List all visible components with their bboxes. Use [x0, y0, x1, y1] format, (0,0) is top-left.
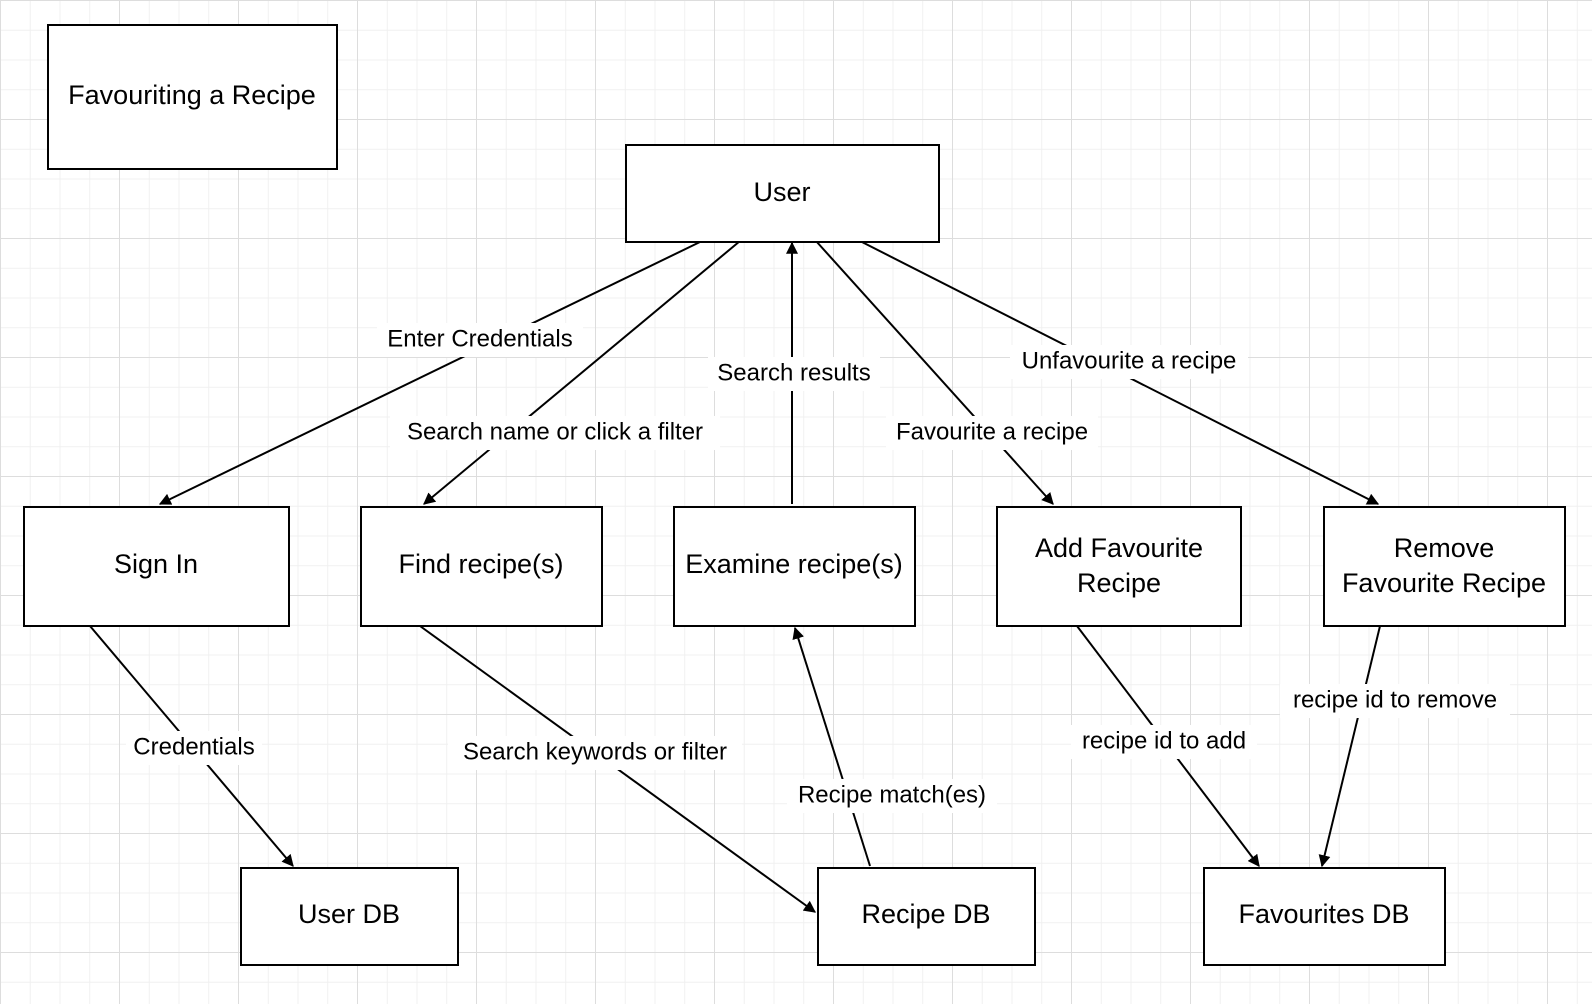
- svg-text:Recipe: Recipe: [1077, 568, 1161, 598]
- node-recipe-db: Recipe DB: [817, 867, 1036, 966]
- svg-text:Enter Credentials: Enter Credentials: [387, 325, 572, 352]
- svg-text:Favourite Recipe: Favourite Recipe: [1342, 568, 1546, 598]
- edge-label-enter-credentials: Enter Credentials: [377, 323, 583, 357]
- svg-text:recipe id to remove: recipe id to remove: [1293, 686, 1497, 713]
- edge-label-search-results: Search results: [708, 357, 880, 391]
- node-favourites-db: Favourites DB: [1203, 867, 1446, 966]
- node-remove-favourite: Remove Favourite Recipe: [1323, 506, 1566, 627]
- edge-label-credentials: Credentials: [126, 731, 262, 765]
- node-add-favourite: Add Favourite Recipe: [996, 506, 1242, 627]
- node-sign-in: Sign In: [23, 506, 290, 627]
- edge-label-search-keywords: Search keywords or filter: [448, 736, 742, 770]
- node-user: User: [625, 144, 940, 243]
- edge-label-search-name: Search name or click a filter: [390, 416, 720, 450]
- svg-text:Examine recipe(s): Examine recipe(s): [685, 549, 903, 579]
- svg-text:Credentials: Credentials: [133, 733, 254, 760]
- svg-text:Search results: Search results: [717, 359, 870, 386]
- edge-recipe-db-to-examine: [792, 626, 871, 867]
- node-find-recipes: Find recipe(s): [360, 506, 603, 627]
- edge-user-to-sign-in: [158, 240, 703, 505]
- edge-label-favourite-recipe: Favourite a recipe: [886, 416, 1098, 450]
- svg-text:Remove: Remove: [1394, 533, 1495, 563]
- svg-text:Search name or click a filter: Search name or click a filter: [407, 418, 703, 445]
- svg-text:Sign In: Sign In: [114, 549, 198, 579]
- edge-label-unfavourite-recipe: Unfavourite a recipe: [1010, 345, 1248, 379]
- edge-remove-to-favourites-db: [1318, 625, 1381, 868]
- diagram-title-box: Favouriting a Recipe: [47, 24, 338, 170]
- node-user-db: User DB: [240, 867, 459, 966]
- edge-user-to-find-recipes: [423, 240, 741, 505]
- svg-text:User DB: User DB: [298, 899, 400, 929]
- svg-text:Search keywords or filter: Search keywords or filter: [463, 738, 727, 765]
- svg-text:Add Favourite: Add Favourite: [1035, 533, 1203, 563]
- svg-text:Recipe match(es): Recipe match(es): [798, 781, 986, 808]
- node-examine-recipes: Examine recipe(s): [673, 506, 916, 627]
- diagram-title: Favouriting a Recipe: [68, 80, 316, 110]
- svg-text:Unfavourite a recipe: Unfavourite a recipe: [1022, 347, 1237, 374]
- svg-text:Find recipe(s): Find recipe(s): [398, 549, 563, 579]
- edge-label-recipe-id-add: recipe id to add: [1071, 725, 1257, 759]
- edge-label-recipe-id-remove: recipe id to remove: [1280, 684, 1510, 718]
- svg-text:Favourite a recipe: Favourite a recipe: [896, 418, 1088, 445]
- svg-text:recipe id to add: recipe id to add: [1082, 727, 1246, 754]
- edge-label-recipe-matches: Recipe match(es): [787, 779, 997, 813]
- svg-text:Recipe DB: Recipe DB: [861, 899, 990, 929]
- edge-user-to-add-favourite: [815, 240, 1054, 505]
- svg-text:Favourites DB: Favourites DB: [1238, 899, 1409, 929]
- svg-text:User: User: [753, 177, 810, 207]
